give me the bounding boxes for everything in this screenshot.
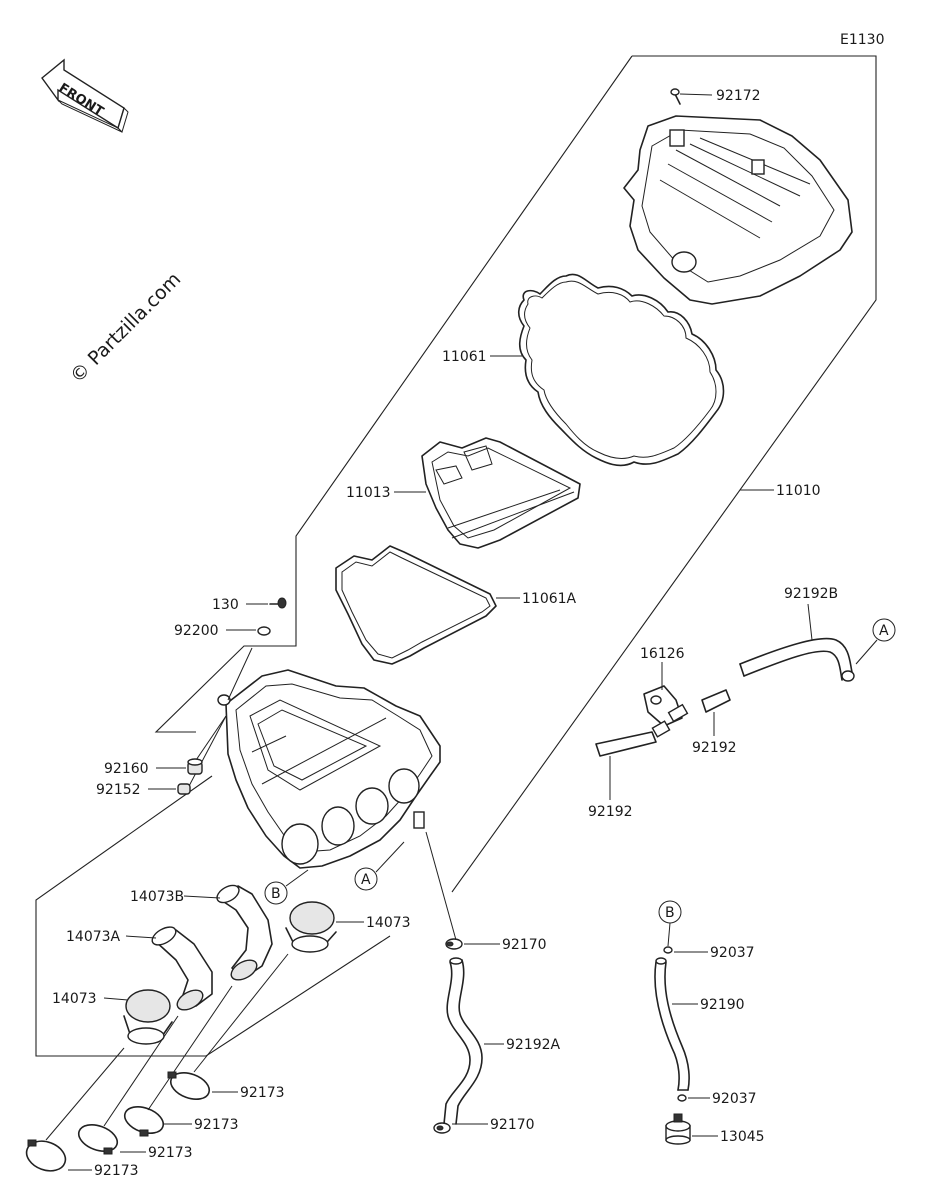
part-label-14073-left: 14073 bbox=[52, 991, 97, 1007]
callout-A-box: A bbox=[354, 841, 405, 891]
part-label-11010: 11010 bbox=[776, 483, 821, 499]
part-label-14073B: 14073B bbox=[130, 889, 184, 905]
part-label-130: 130 bbox=[212, 597, 239, 613]
part-label-92173-a: 92173 bbox=[240, 1085, 285, 1101]
clamp-92173-b bbox=[123, 1106, 165, 1137]
part-label-92173-c: 92173 bbox=[148, 1145, 193, 1161]
drain-hose-92192A bbox=[443, 957, 483, 1125]
gasket-11061 bbox=[517, 273, 725, 467]
part-label-14073-right: 14073 bbox=[366, 915, 411, 931]
part-label-92160: 92160 bbox=[104, 761, 149, 777]
callout-B-right: B bbox=[658, 900, 682, 947]
grommet-92152-icon bbox=[177, 783, 191, 795]
gasket-11061A bbox=[335, 545, 497, 665]
washer-92200-icon bbox=[257, 626, 271, 636]
breather-hose-92192B bbox=[739, 637, 855, 682]
bolt-icon bbox=[670, 88, 681, 105]
part-label-92200: 92200 bbox=[174, 623, 219, 639]
hose-clip-92170-bottom bbox=[433, 1122, 451, 1134]
front-arrow-icon: FRONT bbox=[41, 58, 129, 133]
assembly-frame bbox=[451, 55, 877, 893]
part-label-11061: 11061 bbox=[442, 349, 487, 365]
callout-B-right-label: B bbox=[665, 905, 675, 921]
clamp-92173-d bbox=[25, 1139, 67, 1172]
callout-B-box-label: B bbox=[271, 886, 281, 902]
part-label-92192B: 92192B bbox=[784, 586, 838, 602]
part-label-92037-bottom: 92037 bbox=[712, 1091, 757, 1107]
part-label-14073A: 14073A bbox=[66, 929, 121, 945]
copyright-watermark: © Partzilla.com bbox=[66, 268, 185, 387]
part-label-13045: 13045 bbox=[720, 1129, 765, 1145]
intake-duct-14073A bbox=[151, 926, 213, 1011]
part-label-92192-right: 92192 bbox=[692, 740, 737, 756]
valve-16126 bbox=[643, 685, 689, 738]
clip-92037-bottom bbox=[677, 1094, 687, 1102]
callout-B-box: B bbox=[264, 869, 309, 905]
rubber-cap-92160-icon bbox=[187, 758, 203, 775]
intake-duct-14073B bbox=[216, 884, 273, 981]
callout-A-box-label: A bbox=[361, 872, 371, 888]
part-label-92173-d: 92173 bbox=[94, 1163, 139, 1179]
hose-clip-92170-top bbox=[445, 938, 463, 950]
funnel-14073-left bbox=[123, 989, 173, 1045]
diagram-code: E1130 bbox=[840, 32, 884, 48]
part-label-92152: 92152 bbox=[96, 782, 141, 798]
callout-A-right: A bbox=[855, 618, 896, 665]
part-label-92192-bottom: 92192 bbox=[588, 804, 633, 820]
funnel-14073-right bbox=[285, 901, 337, 953]
callout-A-right-label: A bbox=[879, 623, 889, 639]
part-label-92170-bottom: 92170 bbox=[490, 1117, 535, 1133]
hose-92192-short bbox=[701, 689, 731, 713]
drain-plug-13045 bbox=[665, 1113, 691, 1145]
air-cleaner-upper-housing bbox=[623, 115, 853, 305]
air-filter-element bbox=[421, 437, 581, 549]
part-label-11061A: 11061A bbox=[522, 591, 577, 607]
clamp-92173-c bbox=[77, 1124, 119, 1155]
assembly-frame-lower bbox=[35, 775, 391, 1057]
part-label-92192A: 92192A bbox=[506, 1037, 561, 1053]
clamp-92173-a bbox=[167, 1071, 211, 1100]
assembly-frame-left bbox=[154, 55, 633, 733]
air-cleaner-lower-case bbox=[217, 669, 441, 869]
part-label-92190: 92190 bbox=[700, 997, 745, 1013]
clip-92037-top bbox=[663, 946, 673, 954]
part-label-16126: 16126 bbox=[640, 646, 685, 662]
part-label-92170-top: 92170 bbox=[502, 937, 547, 953]
screw-130-icon bbox=[269, 597, 287, 609]
part-label-92172: 92172 bbox=[716, 88, 761, 104]
part-label-92173-b: 92173 bbox=[194, 1117, 239, 1133]
part-label-11013: 11013 bbox=[346, 485, 391, 501]
hose-92192-long bbox=[595, 731, 657, 757]
part-label-92037-top: 92037 bbox=[710, 945, 755, 961]
drain-tube-92190 bbox=[654, 957, 690, 1091]
